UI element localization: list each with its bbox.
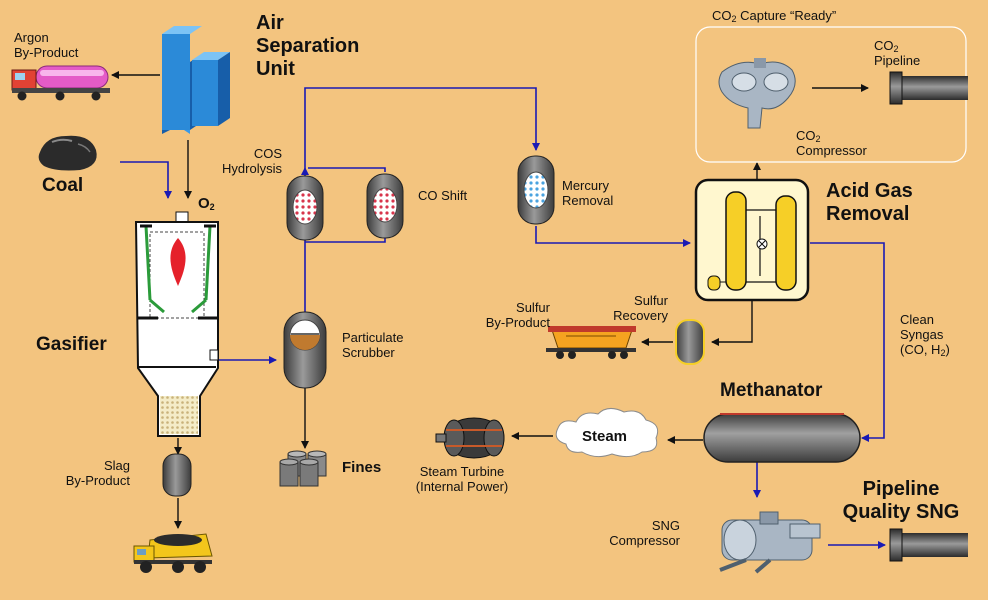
co2-compressor-label: CO2 Compressor	[796, 128, 867, 158]
co2-capture-ready-label: CO2 Capture “Ready”	[712, 8, 837, 24]
pipe-end-icon	[889, 528, 968, 562]
co2-pipeline-sub: 2	[893, 44, 899, 54]
methanator-label: Methanator	[720, 380, 823, 401]
mercury-to-agr-line	[535, 226, 691, 247]
black-lines	[111, 71, 869, 529]
slag-label-line1: Slag	[103, 458, 130, 473]
co2-pipeline-line2: Pipeline	[874, 53, 921, 68]
o2-label-sub: 2	[209, 202, 215, 212]
agr-to-sulfur-line	[711, 300, 753, 346]
co-shift-vessel	[366, 173, 404, 239]
co2-capture-text: CO	[712, 8, 732, 23]
mercury-label-line1: Mercury	[562, 178, 609, 193]
steam-turbine-label: Steam Turbine (Internal Power)	[400, 464, 524, 494]
sulfur-byproduct-line1: Sulfur	[516, 300, 550, 315]
co2-compressor-sub: 2	[815, 134, 821, 144]
asu-label-line2: Separation	[256, 35, 360, 57]
o2-label: O2	[198, 195, 215, 212]
co2-pipeline-label: CO2 Pipeline	[874, 38, 920, 68]
co2-capture-sub: 2	[731, 14, 737, 24]
slag-vessel	[162, 453, 192, 497]
tanker-truck-icon	[11, 65, 110, 101]
pipeline-quality-sng-label: Pipeline Quality SNG	[826, 478, 976, 524]
cos-label-line1: COS	[253, 146, 282, 161]
steam-turbine-icon	[435, 417, 505, 459]
clean-syngas-line2: Syngas	[900, 327, 944, 342]
argon-label-line2: By-Product	[14, 45, 79, 60]
particulate-scrubber-label: Particulate Scrubber	[342, 330, 403, 360]
co2-compressor-text: CO	[796, 128, 816, 143]
sng-compressor-line1: SNG	[651, 518, 680, 533]
cos-to-shift-line	[305, 238, 386, 243]
sng-compressor-line2: Compressor	[609, 533, 680, 548]
air-separation-unit-icon	[162, 26, 230, 134]
clean-syngas-close: )	[945, 342, 950, 357]
particulate-scrubber-vessel	[283, 311, 327, 389]
agr-label-line2: Removal	[826, 203, 910, 225]
sng-label-line1: Pipeline	[862, 478, 940, 500]
sulfur-byproduct-line2: By-Product	[485, 315, 550, 330]
drum-barrels-icon	[279, 450, 327, 487]
sulfur-recovery-line2: Recovery	[613, 308, 668, 323]
coal-label: Coal	[42, 175, 84, 196]
agr-label-line1: Acid Gas	[826, 180, 913, 202]
sng-label-line2: Quality SNG	[842, 501, 960, 523]
particulate-label-line2: Scrubber	[342, 345, 395, 360]
pipe-end-icon	[889, 71, 968, 105]
clean-syngas-line3: (CO, H	[900, 342, 941, 357]
o2-label-text: O	[198, 195, 210, 212]
sng-compressor-icon	[719, 511, 821, 574]
clean-syngas-line1: Clean	[900, 312, 934, 327]
steam-turbine-line2: (Internal Power)	[415, 479, 509, 494]
mercury-label-line2: Removal	[562, 193, 614, 208]
shift-return-line	[308, 167, 386, 172]
cos-hydrolysis-label: COS Hydrolysis	[196, 146, 282, 176]
dump-truck-icon	[133, 533, 213, 573]
sulfur-byproduct-label: Sulfur By-Product	[460, 300, 550, 330]
co2-capture-suffix: Capture “Ready”	[736, 8, 837, 23]
fines-label: Fines	[342, 459, 382, 476]
gasifier-vessel-icon	[134, 211, 219, 437]
clean-syngas-line	[810, 242, 885, 442]
gasifier-label: Gasifier	[36, 334, 107, 355]
coal-feed-line	[120, 161, 172, 199]
shift-to-mercury-line	[304, 87, 540, 168]
mercury-removal-vessel	[517, 155, 555, 225]
clean-syngas-label: Clean Syngas (CO, H2)	[900, 312, 950, 358]
rail-car-icon	[546, 326, 636, 359]
acid-gas-removal-unit	[694, 178, 810, 302]
mercury-removal-label: Mercury Removal	[562, 178, 613, 208]
asu-label-line3: Unit	[256, 58, 295, 80]
methanator-vessel	[703, 413, 861, 463]
co2-compressor-line2: Compressor	[796, 143, 867, 158]
sulfur-recovery-vessel	[675, 319, 705, 365]
acid-gas-removal-label: Acid Gas Removal	[826, 180, 913, 226]
asu-label-line1: Air	[256, 12, 284, 34]
cos-label-line2: Hydrolysis	[222, 161, 282, 176]
particulate-label-line1: Particulate	[342, 330, 404, 345]
air-separation-unit-label: Air Separation Unit	[256, 12, 359, 81]
steam-label: Steam	[582, 428, 628, 445]
co-shift-label: CO Shift	[418, 188, 468, 203]
sulfur-recovery-line1: Sulfur	[634, 293, 668, 308]
co2-compressor-icon	[718, 58, 796, 129]
steam-cloud-icon	[555, 408, 659, 458]
coal-lump-icon	[38, 135, 97, 171]
argon-byproduct-label: Argon By-Product	[14, 30, 78, 60]
slag-label-line2: By-Product	[65, 473, 130, 488]
sng-compressor-label: SNG Compressor	[580, 518, 680, 548]
clean-syngas-sub: 2	[940, 348, 946, 358]
argon-label-line1: Argon	[14, 30, 49, 45]
cos-hydrolysis-vessel	[286, 175, 324, 241]
sulfur-recovery-label: Sulfur Recovery	[586, 293, 668, 323]
co2-pipeline-text: CO	[874, 38, 894, 53]
steam-turbine-line1: Steam Turbine	[419, 464, 505, 479]
slag-byproduct-label: Slag By-Product	[42, 458, 130, 488]
